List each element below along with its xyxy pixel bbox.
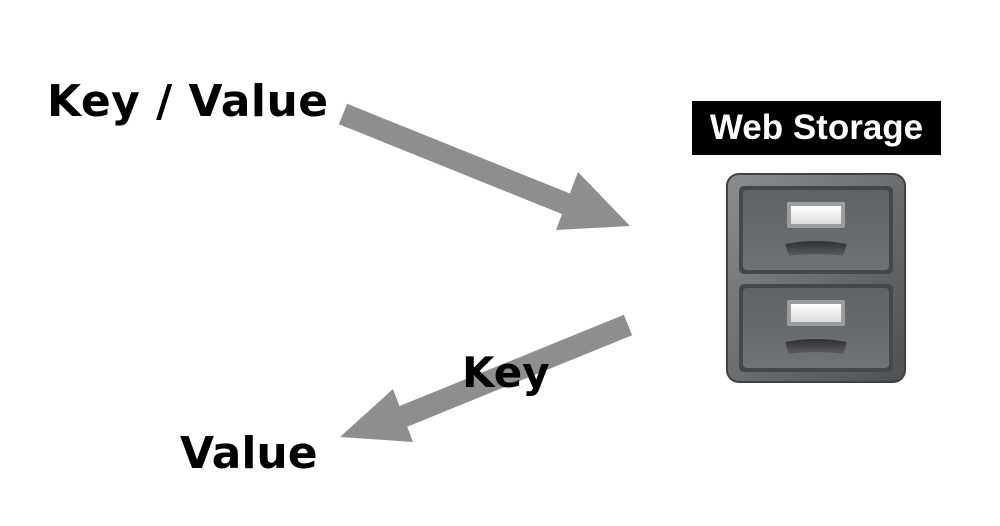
- retrieve-arrow-head: [340, 389, 413, 442]
- retrieve-arrow: [340, 314, 633, 442]
- key-label: Key: [462, 348, 550, 397]
- retrieve-arrow-shaft: [387, 314, 633, 432]
- store-arrow: [338, 103, 630, 230]
- web-storage-title: Web Storage: [692, 101, 941, 155]
- value-label: Value: [180, 428, 318, 479]
- store-arrow-shaft: [338, 103, 579, 218]
- key-value-label: Key / Value: [47, 76, 329, 127]
- store-arrow-head: [556, 172, 630, 230]
- file-cabinet-icon: [725, 172, 907, 384]
